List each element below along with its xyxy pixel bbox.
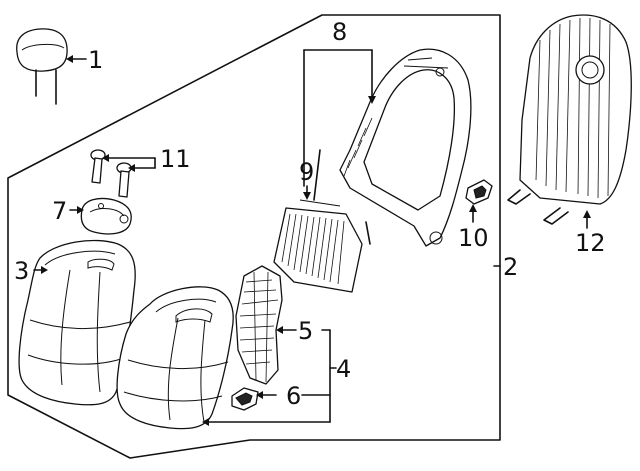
seat-back-cover-part [18,239,136,406]
blower-unit-part [273,149,371,293]
seat-back-pad-part [235,265,283,385]
callout-2: 2 [503,253,518,281]
callout-1: 1 [88,46,103,74]
callout-7: 7 [52,197,67,225]
leader-lines [33,49,591,426]
callout-11: 11 [160,145,191,173]
callout-4: 4 [336,355,351,383]
callout-12: 12 [575,229,606,257]
callout-8: 8 [332,18,347,46]
headrest-guide-part [90,149,132,198]
headrest-part [16,28,68,105]
bracket-part [231,387,259,411]
callout-6: 6 [286,382,301,410]
callout-labels: 1 2 3 4 5 6 7 8 9 10 11 12 [14,18,606,410]
switch-part [80,197,132,235]
assembly-outline [7,14,501,459]
lumbar-switch-part [465,179,493,205]
callout-10: 10 [458,224,489,252]
callout-3: 3 [14,257,29,285]
seat-back-cover-with-pad-part [116,286,234,430]
seat-back-frame-part [339,48,472,247]
seat-back-board-part [507,14,632,225]
callout-5: 5 [298,317,313,345]
callout-9: 9 [299,158,314,186]
